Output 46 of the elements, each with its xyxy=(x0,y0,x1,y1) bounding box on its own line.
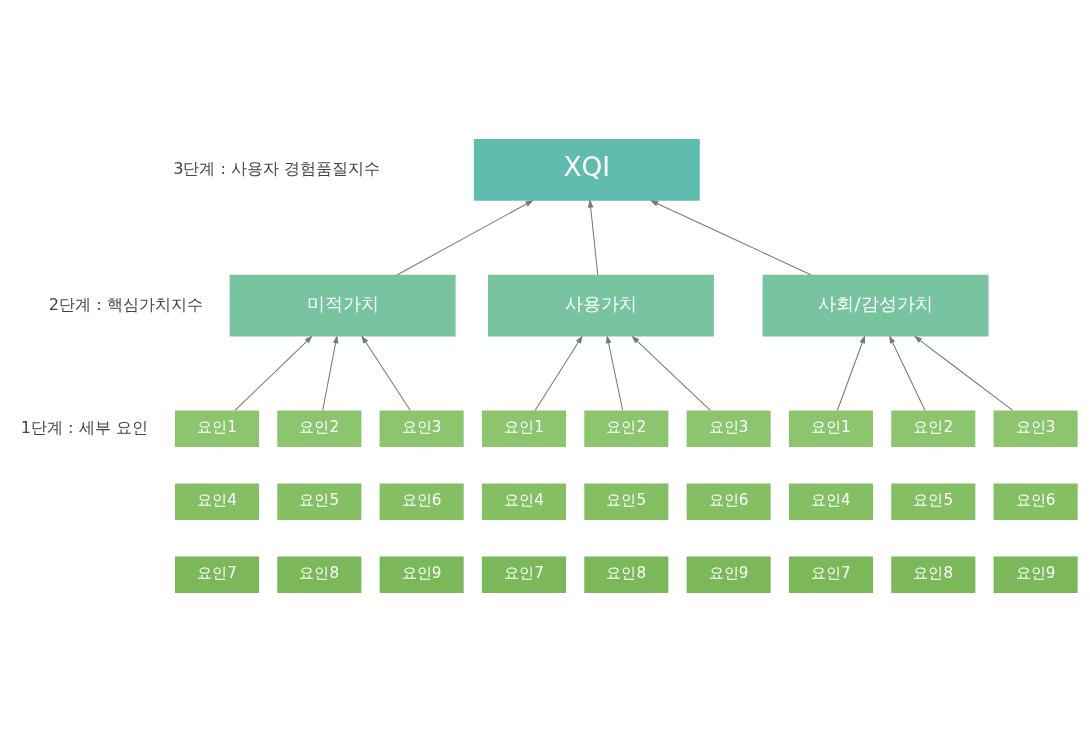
node-box: 요인4 xyxy=(481,483,566,520)
arrow xyxy=(361,335,411,411)
label: 1단계 : 세부 요인 xyxy=(20,417,148,437)
arrow xyxy=(631,335,711,411)
arrow xyxy=(587,199,599,276)
node-box: 요인3 xyxy=(993,410,1078,448)
node-box: 요인8 xyxy=(584,556,669,593)
arrow xyxy=(396,200,534,276)
arrow xyxy=(836,335,866,411)
node-box: 요인1 xyxy=(481,410,566,448)
node-box: XQI xyxy=(473,139,700,201)
node-box: 요인9 xyxy=(993,556,1078,593)
node-box: 요인5 xyxy=(891,483,976,520)
node-box: 요인6 xyxy=(686,483,771,520)
node-box: 사회/감성가치 xyxy=(762,274,989,337)
arrow xyxy=(234,335,313,411)
node-box: 미적가치 xyxy=(229,274,456,337)
node-box: 요인5 xyxy=(584,483,669,520)
node-box: 요인1 xyxy=(788,410,873,448)
node-box: 요인6 xyxy=(379,483,464,520)
node-box: 요인2 xyxy=(891,410,976,448)
node-box: 요인3 xyxy=(379,410,464,448)
node-box: 요인4 xyxy=(788,483,873,520)
arrow xyxy=(605,335,624,411)
node-box: 요인1 xyxy=(174,410,260,448)
node-box: 요인7 xyxy=(788,556,873,593)
node-box: 요인2 xyxy=(277,410,362,448)
node-box: 요인7 xyxy=(174,556,260,593)
arrow xyxy=(322,335,339,411)
arrow xyxy=(534,335,583,411)
node-box: 요인8 xyxy=(277,556,362,593)
node-box: 요인3 xyxy=(686,410,771,448)
node-box: 요인7 xyxy=(481,556,566,593)
node-box: 사용가치 xyxy=(488,274,714,337)
node-box: 요인8 xyxy=(891,556,976,593)
node-box: 요인9 xyxy=(686,556,771,593)
node-box: 요인6 xyxy=(993,483,1078,520)
arrow xyxy=(913,335,1014,411)
label: 3단계 : 사용자 경험품질지수 xyxy=(173,158,381,178)
arrow xyxy=(889,335,926,411)
node-box: 요인5 xyxy=(277,483,362,520)
arrow xyxy=(650,200,812,276)
node-box: 요인9 xyxy=(379,556,464,593)
node-box: 요인4 xyxy=(174,483,260,520)
node-box: 요인2 xyxy=(584,410,669,448)
label: 2단계 : 핵심가치지수 xyxy=(48,294,203,314)
